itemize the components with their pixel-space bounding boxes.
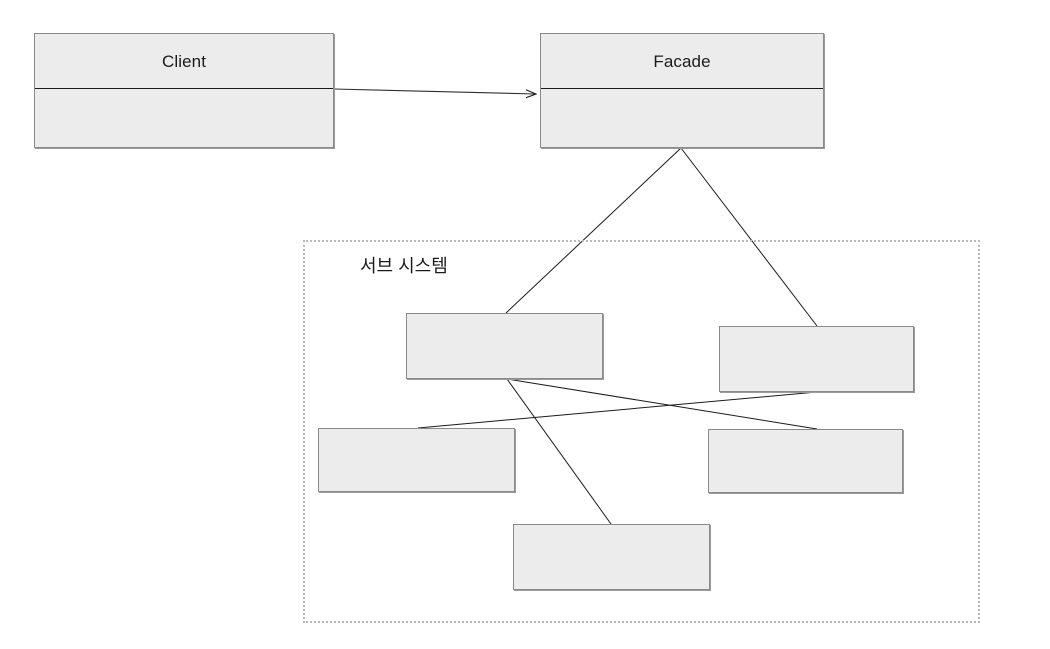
subsystem-frame[interactable]	[303, 240, 980, 623]
subsystem-box-top-center[interactable]	[406, 313, 603, 379]
class-box-client[interactable]: Client	[34, 33, 334, 148]
class-title-row-facade: Facade	[541, 34, 823, 89]
subsystem-box-bottom-center[interactable]	[513, 524, 710, 590]
class-box-facade[interactable]: Facade	[540, 33, 824, 148]
subsystem-label: 서브 시스템	[360, 256, 448, 276]
class-title-row-client: Client	[35, 34, 333, 89]
class-name-client: Client	[161, 51, 207, 71]
subsystem-box-mid-right[interactable]	[719, 326, 914, 392]
subsystem-box-lower-right[interactable]	[708, 429, 903, 493]
class-name-facade: Facade	[653, 51, 711, 71]
edge-client-to-facade	[333, 88, 536, 94]
subsystem-box-lower-left[interactable]	[318, 428, 515, 492]
